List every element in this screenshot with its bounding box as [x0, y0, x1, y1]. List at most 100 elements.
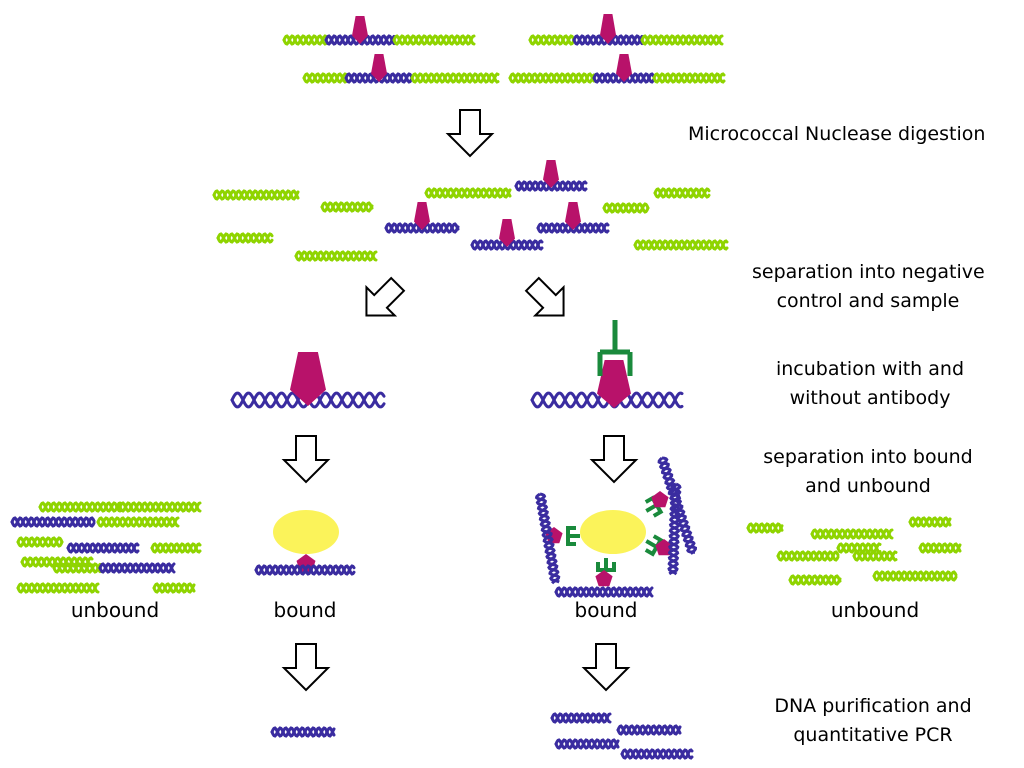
- dna-strand: [38, 501, 122, 513]
- dna-strand: [150, 542, 202, 554]
- dna-strand: [10, 516, 96, 528]
- dna-strand: [872, 570, 958, 582]
- dna-strand: [530, 391, 684, 409]
- nucleosome-dna-fragment: [616, 724, 682, 736]
- dna-strand: [212, 189, 300, 201]
- histone: [600, 14, 616, 44]
- dna-strand: [270, 726, 336, 738]
- linker-dna: [508, 72, 596, 84]
- bead: [580, 510, 646, 554]
- dna-strand: [10, 516, 96, 528]
- antibody: [596, 558, 616, 572]
- free-dna-fragment: [320, 201, 374, 213]
- dna-strand: [320, 201, 374, 213]
- step-separation-label: separation into negative control and sam…: [752, 258, 985, 316]
- histone: [414, 202, 430, 230]
- dna-strand: [602, 202, 650, 214]
- arrow-shape: [524, 276, 565, 317]
- dna-strand: [620, 748, 694, 760]
- purified-dna-left: [270, 726, 336, 738]
- dna-strand: [554, 738, 620, 750]
- free-dna-fragment: [908, 516, 952, 528]
- dna-strand: [872, 570, 958, 582]
- dna-strand: [550, 712, 612, 724]
- dna-strand: [554, 586, 654, 598]
- dna-strand: [302, 72, 348, 84]
- dna-strand: [667, 482, 682, 576]
- unbound-left-fragments: [10, 501, 202, 594]
- dna-strand: [52, 562, 102, 574]
- nucleosome-dna-fragment: [554, 738, 620, 750]
- histone-pentagon: [655, 539, 673, 556]
- dna-strand: [212, 189, 300, 201]
- nucleosome-dna: [254, 564, 356, 576]
- free-dna-fragment: [746, 522, 784, 534]
- dna-strand: [320, 201, 374, 213]
- arrow-to-sample: [524, 276, 565, 317]
- free-dna-fragment: [602, 202, 650, 214]
- free-dna-fragment: [96, 516, 180, 528]
- step-incubation-label: incubation with and without antibody: [760, 355, 980, 413]
- dna-strand: [150, 542, 202, 554]
- free-dna-fragment: [212, 189, 300, 201]
- nucleosome-dna-fragment: [270, 726, 336, 738]
- linker-dna: [282, 34, 328, 46]
- free-dna-fragment: [653, 187, 711, 199]
- histone-pentagon: [651, 491, 669, 508]
- dna-strand: [528, 34, 576, 46]
- antibody-arms: [566, 526, 580, 546]
- dna-strand: [640, 34, 724, 46]
- histone: [543, 160, 559, 188]
- dna-strand: [616, 724, 682, 736]
- free-dna-fragment: [918, 542, 962, 554]
- step-separation-line1: separation into negative: [752, 261, 985, 283]
- dna-strand: [908, 516, 952, 528]
- down-arrow-purify-left: [281, 643, 331, 692]
- free-dna-fragment: [633, 239, 729, 251]
- histone: [290, 352, 326, 406]
- mononucleosome: [470, 219, 544, 251]
- dna-strand: [788, 574, 842, 586]
- linker-dna: [652, 72, 726, 84]
- step-purification-label: DNA purification and quantitative PCR: [762, 692, 984, 750]
- dna-strand: [302, 72, 348, 84]
- dna-strand: [550, 712, 612, 724]
- nucleosome-dna-fragment: [98, 562, 176, 574]
- histone: [597, 360, 631, 408]
- dna-strand: [410, 72, 500, 84]
- dna-strand: [918, 542, 962, 554]
- dna-strand: [534, 492, 561, 585]
- dna-strand: [254, 564, 356, 576]
- dna-strand: [424, 187, 512, 199]
- dna-strand: [653, 187, 711, 199]
- nucleosome-with-antibody: [530, 320, 684, 409]
- nucleosome-no-antibody: [230, 352, 386, 409]
- unbound-right-label: unbound: [830, 598, 920, 622]
- dna-strand: [836, 542, 882, 554]
- bead: [273, 510, 339, 554]
- histone: [616, 54, 632, 82]
- free-dna-fragment: [16, 536, 64, 548]
- dna-strand: [16, 582, 100, 594]
- down-arrow-digestion: [445, 109, 495, 158]
- free-dna-fragment: [788, 574, 842, 586]
- unbound-left-label: unbound: [70, 598, 160, 622]
- dna-strand: [788, 574, 842, 586]
- free-dna-fragment: [852, 550, 898, 562]
- dna-strand: [424, 187, 512, 199]
- bound-right-complex: [534, 456, 698, 598]
- arrow-to-negative-control: [365, 276, 406, 317]
- histone: [352, 16, 368, 44]
- chromatin-top-4: [508, 54, 726, 84]
- mononucleosome: [384, 202, 460, 234]
- dna-strand: [508, 72, 596, 84]
- step-bound-separation-line2: and unbound: [805, 475, 931, 497]
- antibody-arms: [596, 558, 616, 572]
- dna-strand: [852, 550, 898, 562]
- free-dna-fragment: [424, 187, 512, 199]
- dna-strand: [16, 536, 64, 548]
- down-arrow-right: [589, 435, 639, 484]
- dna-strand: [96, 516, 180, 528]
- mononucleosome: [536, 202, 610, 234]
- free-dna-fragment: [776, 550, 840, 562]
